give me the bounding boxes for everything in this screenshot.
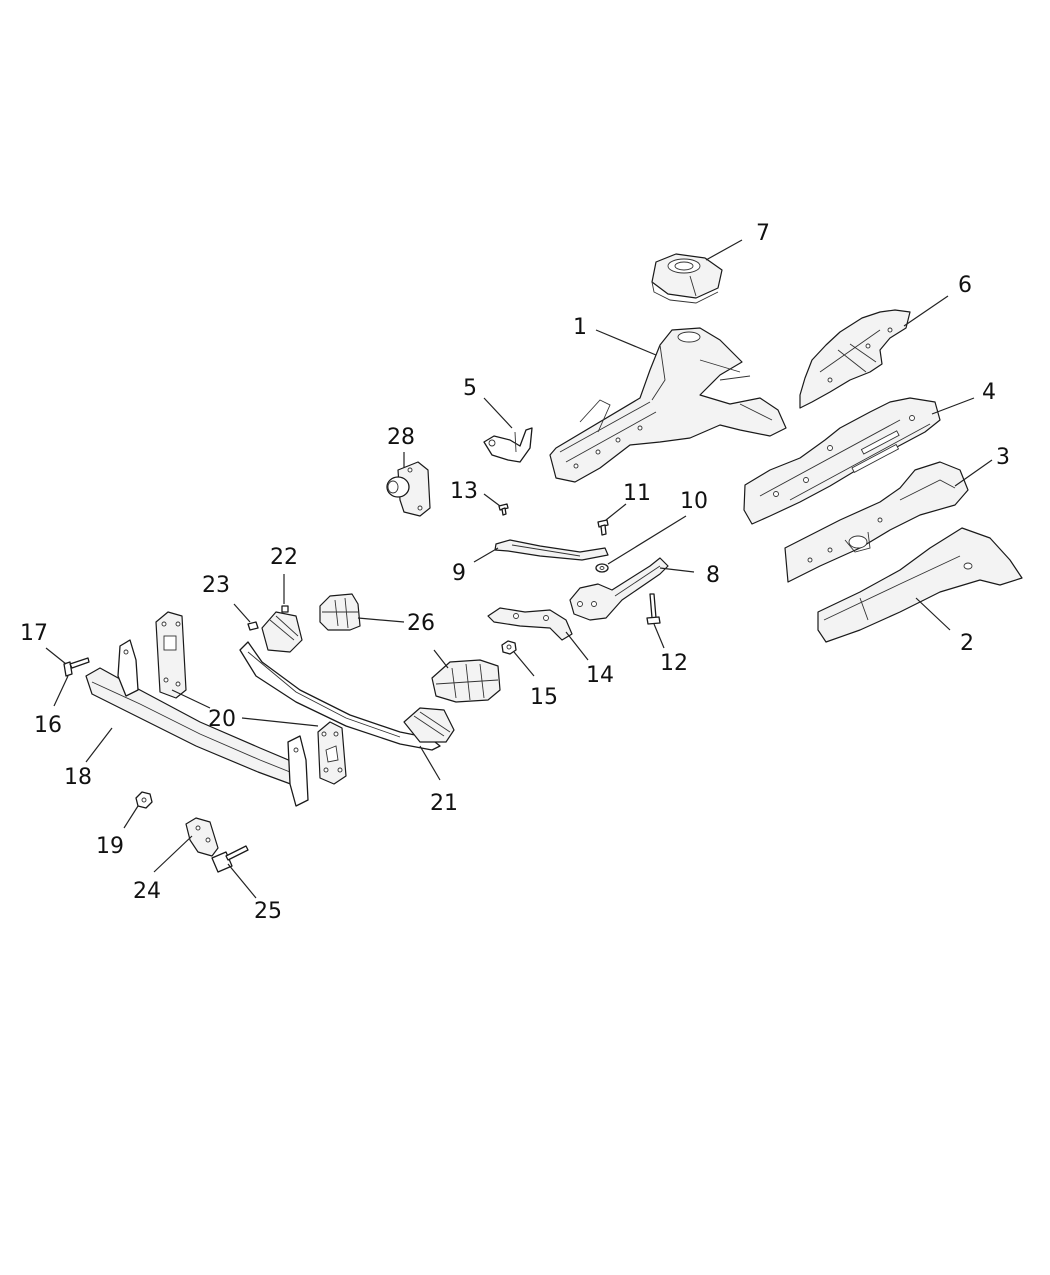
callout-8: 8: [706, 563, 720, 588]
part-24-bracket: [185, 817, 219, 857]
part-1-frame-rail-assembly: [549, 327, 787, 483]
part-21-bumper-beam: [239, 611, 455, 751]
callout-11: 11: [623, 481, 651, 506]
part-26-crush-can-upper: [319, 593, 361, 631]
callout-24: 24: [133, 879, 161, 904]
part-2-lower-rail: [817, 527, 1023, 643]
callout-28: 28: [387, 425, 415, 450]
callout-19: 19: [96, 834, 124, 859]
part-6-apron-reinforcement: [799, 309, 911, 409]
part-28-mount: [386, 461, 431, 517]
part-20-plate-left: [155, 611, 187, 699]
part-13-bolt: [498, 503, 509, 516]
callout-21: 21: [430, 791, 458, 816]
part-19-nut: [135, 791, 153, 809]
part-16-17-bolt: [63, 657, 90, 677]
part-14-bracket: [487, 607, 573, 641]
callout-17: 17: [20, 621, 48, 646]
part-11-bolt: [597, 519, 609, 536]
part-23-screw: [247, 621, 259, 631]
callout-7: 7: [756, 221, 770, 246]
callout-9: 9: [452, 561, 466, 586]
callout-1: 1: [573, 315, 587, 340]
part-12-bolt: [646, 593, 661, 625]
part-8-support-arm: [569, 557, 669, 621]
callout-2: 2: [960, 631, 974, 656]
part-15-nut: [501, 640, 517, 655]
callout-14: 14: [586, 663, 614, 688]
part-5-bracket: [483, 427, 533, 463]
part-18-bumper-beam: [85, 639, 309, 807]
part-26-crush-can-lower: [431, 659, 501, 703]
part-4-inner-rail: [743, 397, 941, 525]
callout-6: 6: [958, 273, 972, 298]
callout-23: 23: [202, 573, 230, 598]
part-7-strut-mount: [651, 253, 723, 304]
callout-3: 3: [996, 445, 1010, 470]
callout-22: 22: [270, 545, 298, 570]
callout-20: 20: [208, 707, 236, 732]
part-9-brace: [494, 539, 609, 561]
part-3-rail-extension: [784, 461, 969, 583]
part-22-clip: [281, 605, 289, 613]
part-20-plate-right: [317, 721, 347, 785]
callout-13: 13: [450, 479, 478, 504]
leader-lines: [45, 239, 993, 899]
callout-4: 4: [982, 380, 996, 405]
callout-25: 25: [254, 899, 282, 924]
callout-labels: 7 1 6 4 3 2 5 28 13 11 10 9 8 12 14 15 2…: [20, 221, 1010, 924]
callout-15: 15: [530, 685, 558, 710]
callout-18: 18: [64, 765, 92, 790]
callout-5: 5: [463, 376, 477, 401]
callout-10: 10: [680, 489, 708, 514]
part-25-pin: [211, 845, 249, 873]
callout-26: 26: [407, 611, 435, 636]
part-10-washer: [595, 563, 609, 573]
callout-16: 16: [34, 713, 62, 738]
callout-12: 12: [660, 651, 688, 676]
